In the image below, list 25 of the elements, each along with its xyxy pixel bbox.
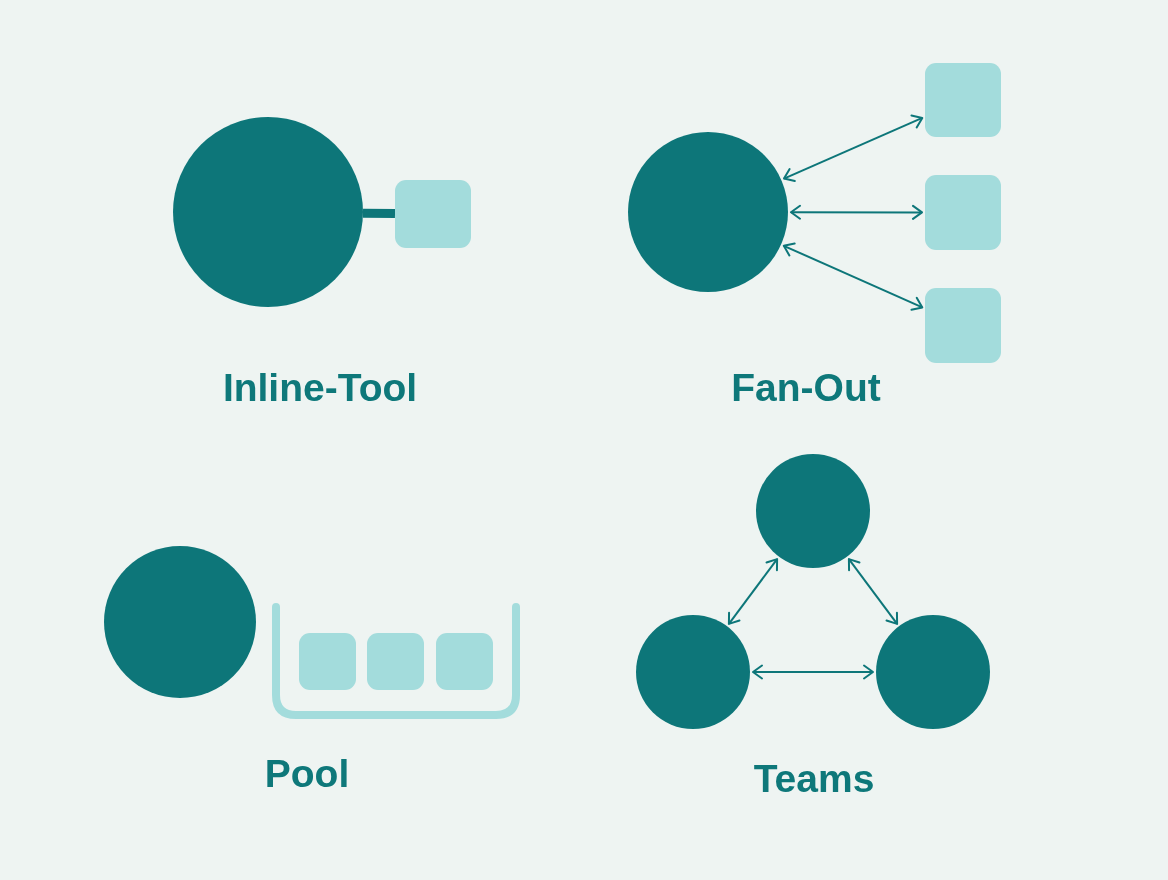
double-headed-arrow	[782, 242, 924, 311]
square-node	[299, 633, 356, 690]
double-headed-arrow	[752, 664, 874, 680]
circle-node	[173, 117, 363, 307]
square-node	[367, 633, 424, 690]
tray-container	[272, 603, 520, 719]
double-headed-arrow	[783, 114, 924, 182]
circle-node	[756, 454, 870, 568]
circle-node	[628, 132, 788, 292]
square-node	[436, 633, 493, 690]
circle-node	[636, 615, 750, 729]
square-node	[925, 63, 1001, 137]
double-headed-arrow	[847, 558, 899, 625]
circle-node	[876, 615, 990, 729]
square-node	[925, 175, 1001, 250]
double-headed-arrow	[727, 558, 779, 625]
pattern-label: Teams	[753, 757, 875, 801]
double-headed-arrow	[790, 204, 923, 220]
pattern-label: Inline-Tool	[222, 366, 418, 410]
connector-line	[362, 208, 396, 218]
pattern-label: Fan-Out	[731, 366, 881, 410]
square-node	[925, 288, 1001, 363]
circle-node	[104, 546, 256, 698]
square-node	[395, 180, 471, 248]
pattern-label: Pool	[264, 752, 350, 796]
